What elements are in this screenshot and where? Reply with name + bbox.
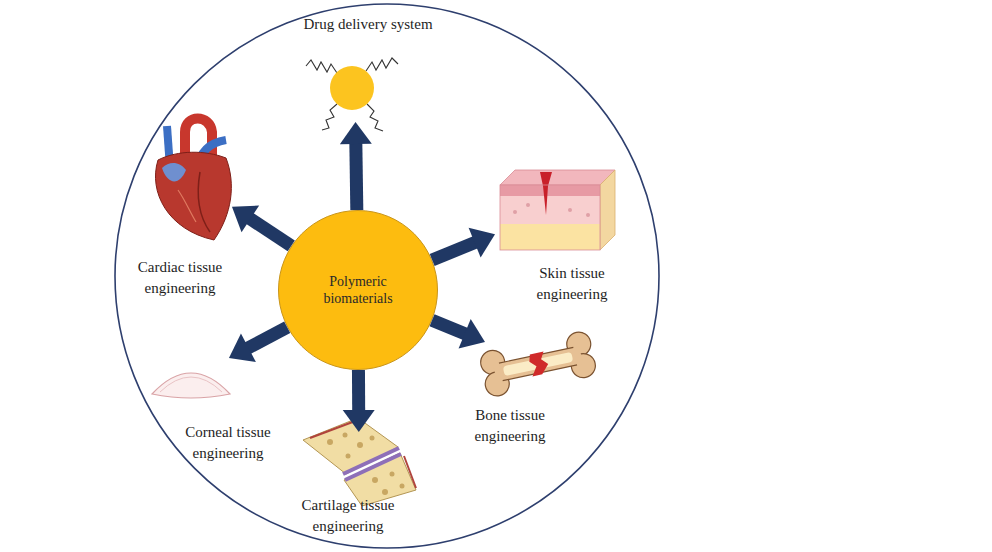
cartilage-illustration (303, 418, 416, 506)
bone-fracture (528, 351, 550, 376)
joint-capsule (404, 456, 416, 488)
application-label: Bone tissue engineering (450, 405, 570, 447)
bone-pore (343, 433, 348, 438)
arrow-shaft (432, 242, 475, 260)
polymer-chain (367, 104, 383, 131)
skin-dot (526, 203, 530, 207)
application-node: Drug delivery system (318, 52, 392, 122)
arrow-shaft (349, 143, 363, 210)
bone-pore (357, 442, 363, 448)
atrium (162, 163, 186, 181)
bone-pore (370, 436, 375, 441)
heart-groove (198, 172, 210, 232)
arrow-head (469, 228, 495, 258)
application-label: Corneal tissue engineering (168, 422, 288, 464)
dermis-layer (500, 196, 600, 224)
flow-arrow (432, 319, 485, 349)
skin-dot (568, 208, 572, 212)
flow-arrow (232, 206, 291, 246)
application-node: Skin tissue engineering (495, 168, 615, 252)
heart-vessel (178, 190, 196, 222)
arrow-head (232, 206, 259, 233)
hub-circle: Polymeric biomaterials (278, 210, 438, 370)
hypodermis-layer (500, 224, 600, 250)
arrow-head (459, 319, 485, 349)
arrow-shaft (248, 327, 288, 348)
flow-arrow (340, 122, 372, 210)
skin-dot (513, 210, 517, 214)
flow-arrow (229, 327, 287, 362)
arrow-head (340, 122, 372, 144)
application-node: Cardiac tissue engineering (148, 118, 232, 240)
cornea-illustration (152, 373, 230, 398)
flow-arrow (343, 370, 375, 432)
bone-pore (382, 489, 388, 495)
bone-illustration (478, 330, 597, 398)
skin-outline (500, 185, 600, 250)
drug-particle (306, 58, 398, 131)
bone-pore (372, 477, 378, 483)
application-node: Cartilage tissue engineering (300, 432, 418, 498)
arrow-head (229, 334, 256, 362)
bone-pore (390, 472, 395, 477)
flow-arrow (432, 228, 495, 260)
bone-marrow (503, 352, 574, 376)
cornea-dome (152, 373, 230, 398)
arrow-head (343, 410, 375, 432)
bone-pore (346, 454, 351, 459)
bone-pore (327, 439, 333, 445)
joint-capsule (310, 420, 358, 438)
application-label: Cartilage tissue engineering (288, 495, 408, 537)
skin-wound (540, 172, 552, 215)
particle-core (330, 66, 374, 110)
hub-label: Polymeric biomaterials (306, 273, 410, 307)
application-label: Skin tissue engineering (512, 263, 632, 305)
skin-side (600, 170, 615, 250)
polymer-chain (306, 60, 337, 73)
arrow-shaft (352, 370, 365, 411)
heart-body (155, 152, 231, 240)
bone-pore (400, 484, 405, 489)
polymer-chain (322, 104, 337, 130)
epidermis-layer (500, 185, 600, 196)
cartilage-layer (345, 454, 401, 480)
skin-dot (586, 213, 590, 217)
application-label: Cardiac tissue engineering (120, 257, 240, 299)
heart-illustration (155, 119, 231, 241)
arrow-shaft (250, 218, 292, 246)
skin-top (500, 170, 615, 185)
outer-circle (115, 4, 659, 548)
skin-illustration (500, 170, 615, 250)
polymer-chain (366, 58, 398, 71)
bone-shaft (493, 346, 583, 382)
arrow-shaft (432, 320, 466, 334)
cornea-inner (160, 377, 222, 392)
application-node: Corneal tissue engineering (150, 358, 232, 398)
application-label: Drug delivery system (268, 14, 468, 35)
application-node: Bone tissue engineering (485, 330, 592, 398)
